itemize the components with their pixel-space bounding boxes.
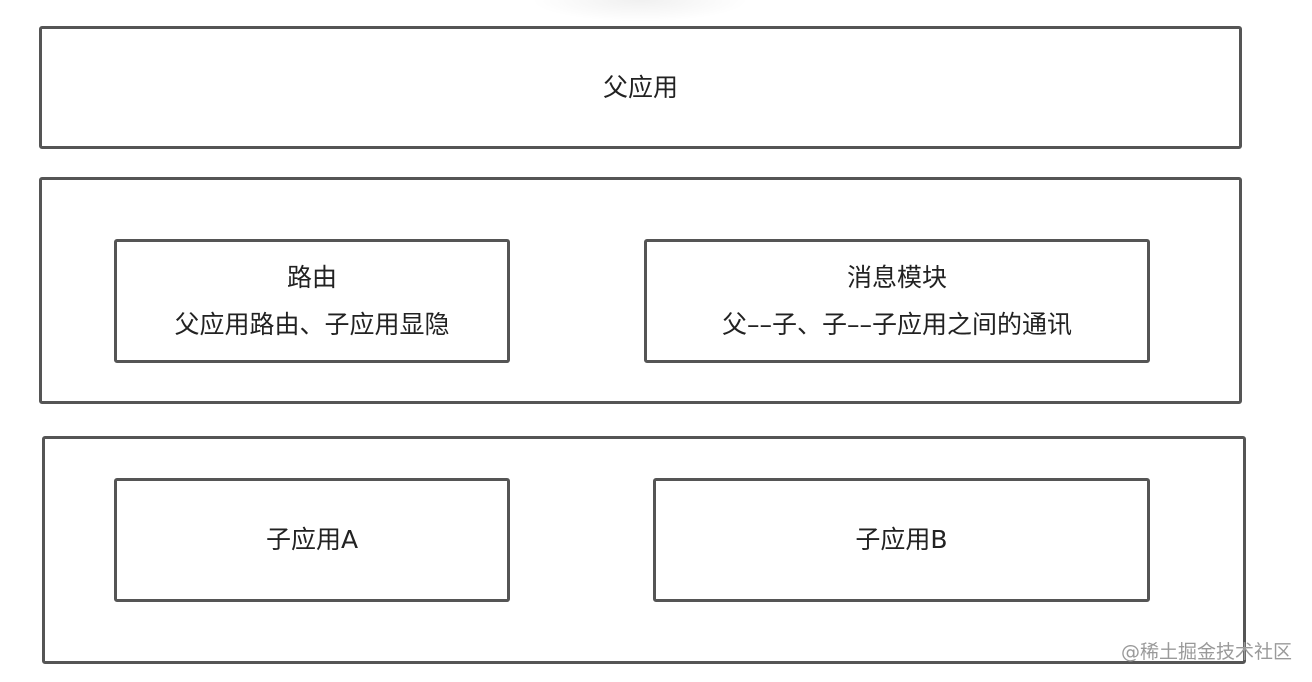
message-module-box: 消息模块 父––子、子––子应用之间的通讯 xyxy=(644,239,1150,363)
message-module-title: 消息模块 xyxy=(846,262,947,292)
watermark: @稀土掘金技术社区 xyxy=(1120,641,1292,663)
sub-app-b-label: 子应用B xyxy=(855,525,948,555)
parent-app-box: 父应用 xyxy=(39,26,1242,149)
sub-app-a-box: 子应用A xyxy=(114,478,510,602)
routing-box: 路由 父应用路由、子应用显隐 xyxy=(114,239,510,363)
parent-app-label: 父应用 xyxy=(602,72,678,102)
routing-title: 路由 xyxy=(286,262,337,292)
routing-description: 父应用路由、子应用显隐 xyxy=(174,310,450,339)
sub-app-a-label: 子应用A xyxy=(265,525,359,555)
sub-app-b-box: 子应用B xyxy=(653,478,1150,602)
top-shadow-decoration xyxy=(530,0,750,22)
message-module-description: 父––子、子––子应用之间的通讯 xyxy=(721,310,1072,339)
